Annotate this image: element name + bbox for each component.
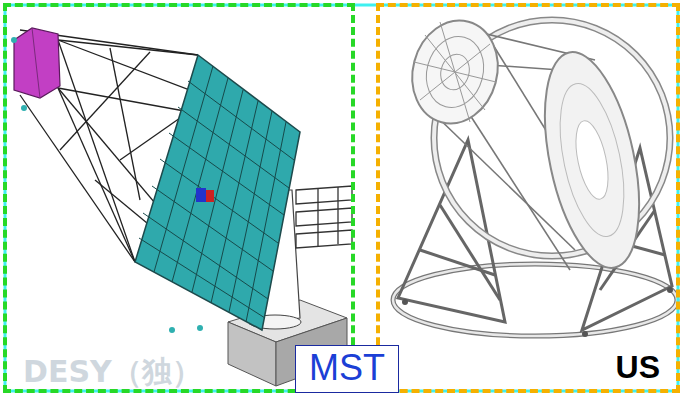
base-ring [393, 264, 677, 336]
camera-edge [32, 28, 40, 98]
joint [169, 327, 175, 333]
mirror-ring [548, 78, 635, 242]
base-front [228, 322, 276, 386]
node-label: DESY（独） [23, 355, 202, 388]
mirror-dish [528, 44, 656, 277]
hub [206, 190, 214, 202]
design-region: US [376, 3, 680, 393]
node-label: MST [308, 348, 386, 388]
camera-web [414, 22, 496, 122]
base-ring [393, 264, 677, 336]
design-region: DESY（独） [3, 3, 355, 393]
mirror-ring [570, 118, 614, 202]
title-box: MST [295, 345, 399, 393]
joint [197, 325, 203, 331]
counterweight-arms [296, 186, 352, 248]
node-label: US [616, 350, 660, 385]
joint [11, 37, 17, 43]
wheel [582, 331, 588, 337]
mirror-dish [135, 55, 300, 330]
wheel [402, 299, 408, 305]
wheel [667, 287, 673, 293]
hub [196, 188, 206, 202]
camera [14, 28, 60, 98]
mirror-tiles [139, 66, 294, 322]
joint [21, 105, 27, 111]
us-telescope [393, 11, 677, 337]
group-outline [5, 5, 678, 391]
desy-telescope [11, 28, 352, 386]
camera [401, 11, 509, 133]
truss [20, 30, 300, 330]
